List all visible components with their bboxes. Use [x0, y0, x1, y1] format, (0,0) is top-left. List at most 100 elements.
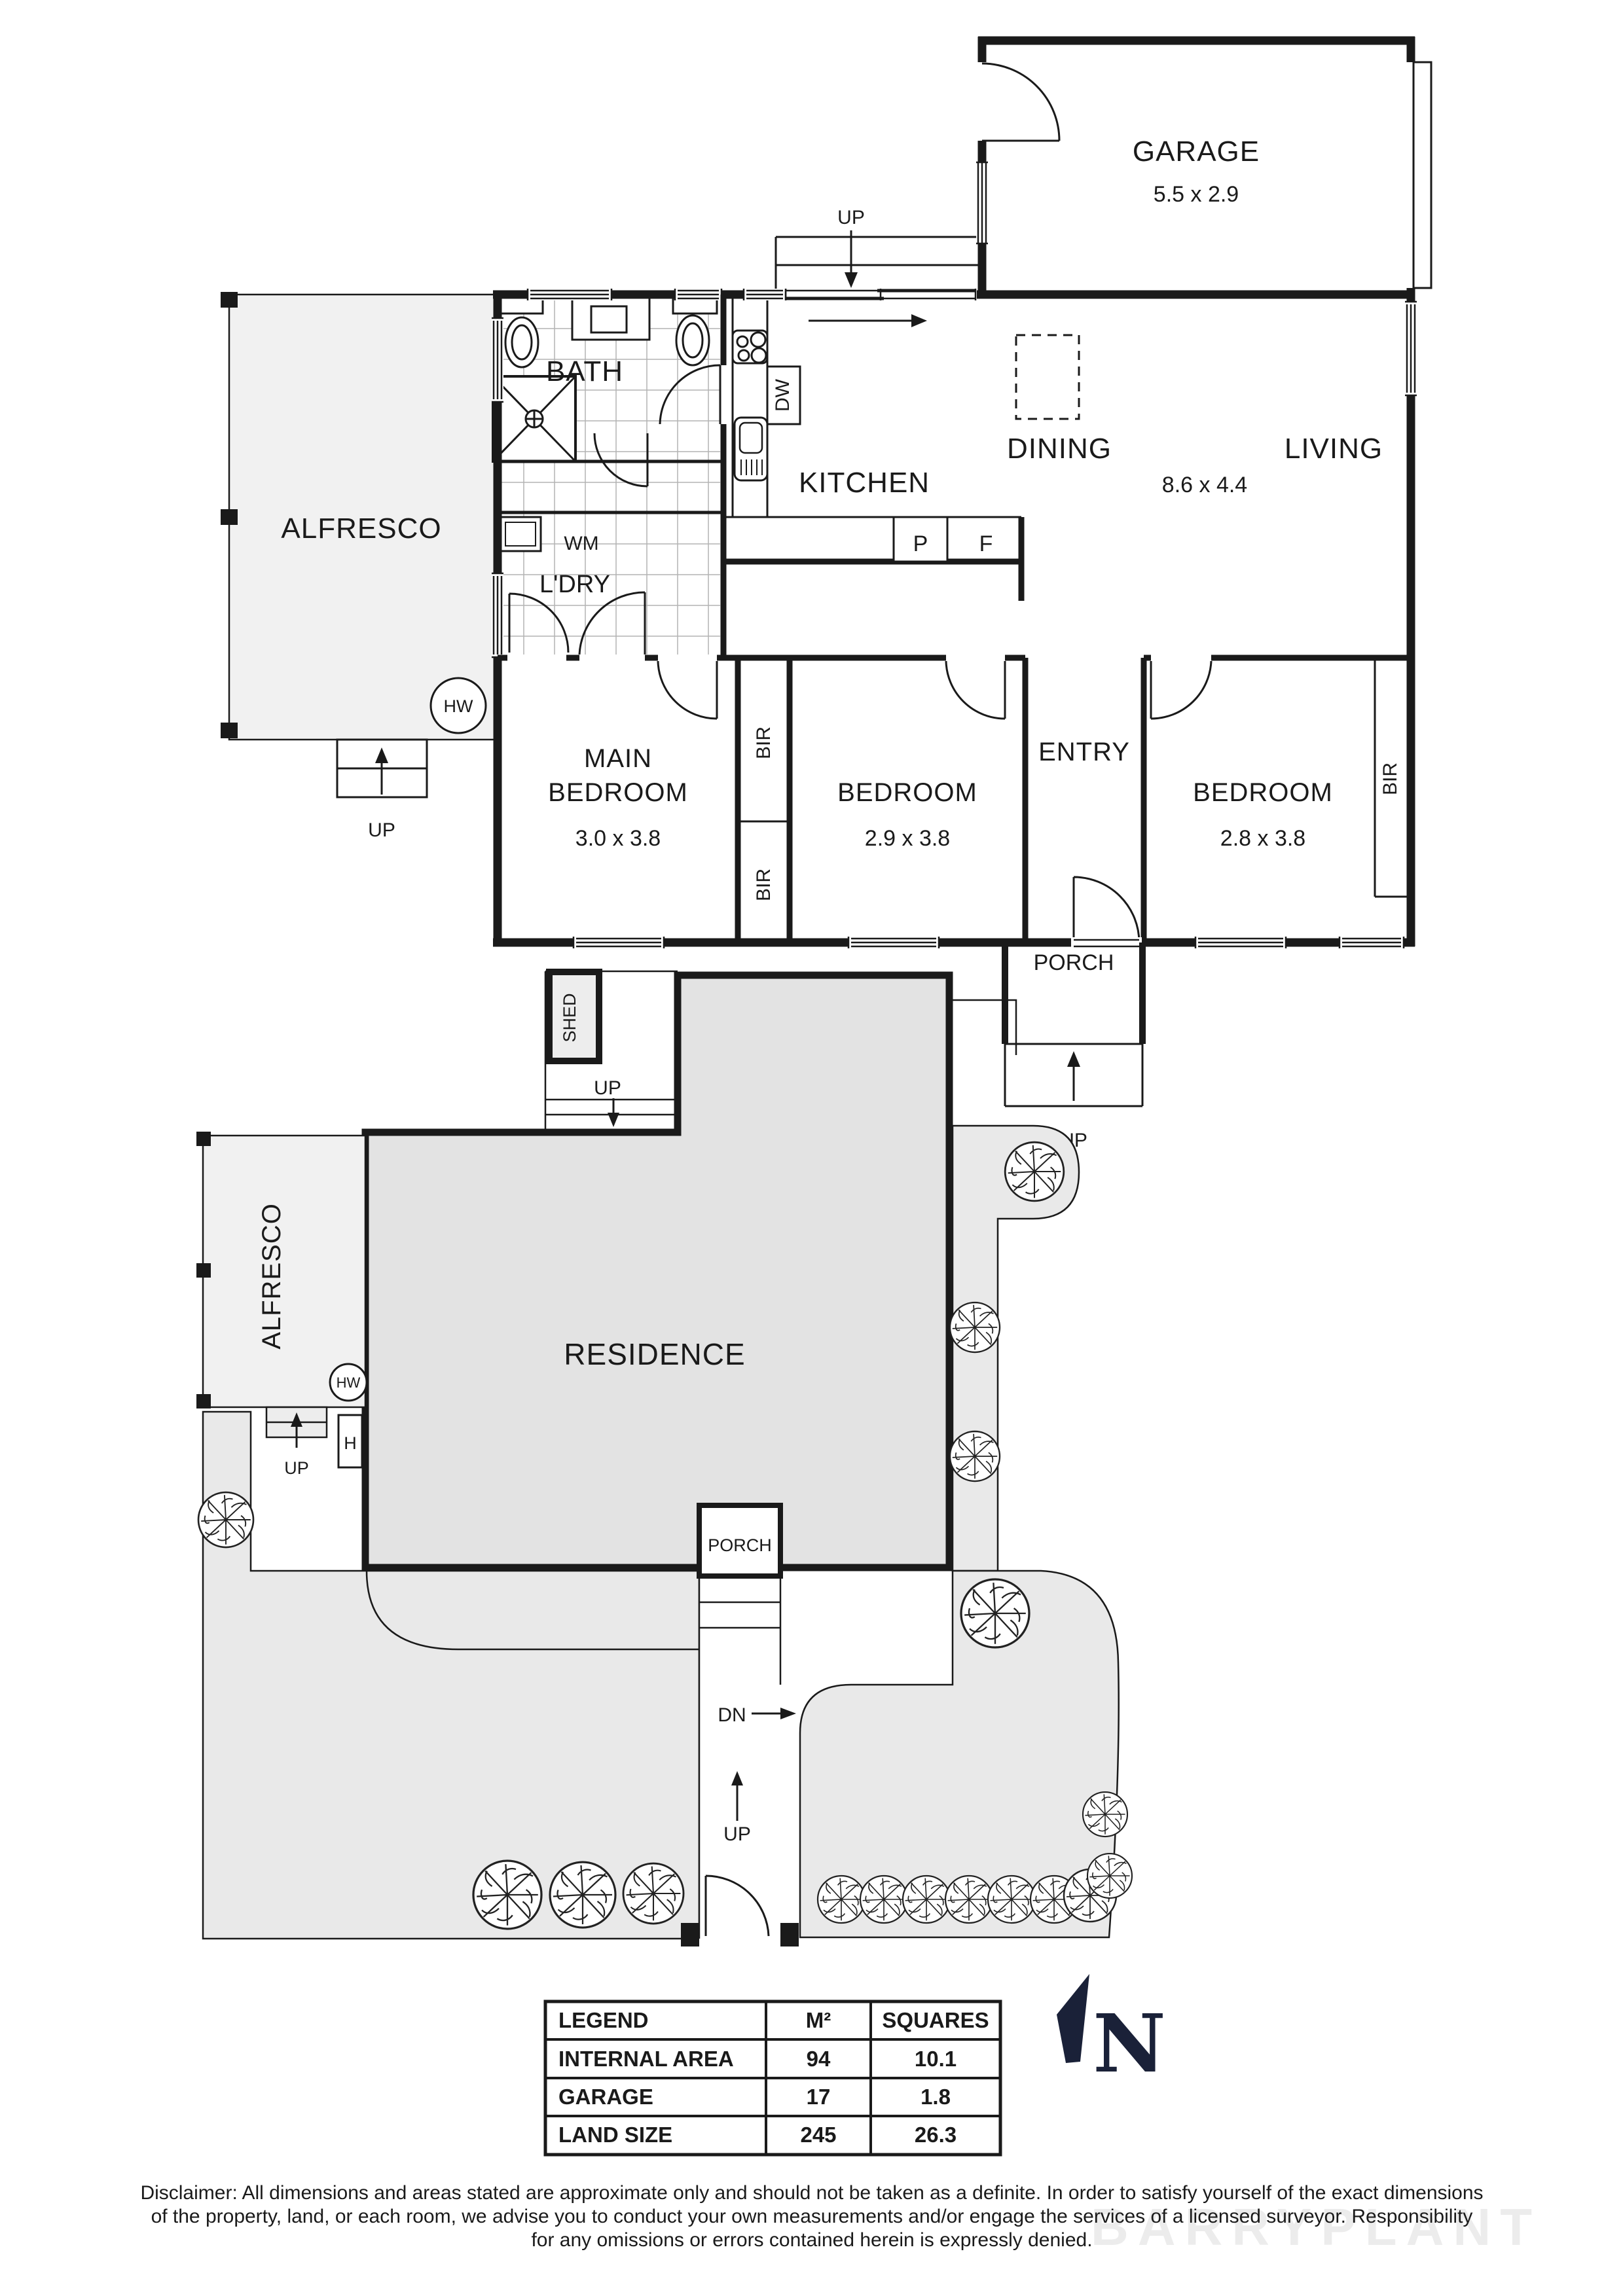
legend-row-label: GARAGE [558, 2085, 653, 2109]
disclaimer-line2: of the property, land, or each room, we … [151, 2206, 1473, 2227]
site-porch [697, 1503, 783, 1579]
residence-footprint [361, 971, 953, 1571]
legend-row: LAND SIZE 245 26.3 [558, 2123, 957, 2147]
heater-icon [337, 1414, 363, 1469]
tree-icon [1004, 1141, 1065, 1202]
cooktop-icon [731, 329, 769, 365]
north-indicator: N [1057, 1974, 1166, 2090]
alfresco-area: ALFRESCO HW UP [221, 292, 496, 841]
window [492, 317, 503, 658]
dn-label: DN [718, 1704, 746, 1726]
shower-icon [492, 375, 577, 463]
legend-row: INTERNAL AREA 94 10.1 [558, 2047, 957, 2071]
floor-plan: ALFRESCO HW UP [221, 36, 1432, 1151]
room-label-main-bedroom-1: MAIN [584, 744, 652, 773]
deck-up-label: UP [837, 207, 865, 228]
room-label-alfresco: ALFRESCO [281, 512, 441, 545]
front-door-sill [1071, 937, 1142, 948]
tree-icon [949, 1430, 1001, 1482]
robe-label: BIR [1379, 762, 1401, 795]
legend-col-squares: SQUARES [882, 2008, 989, 2032]
dishwasher-icon [766, 365, 801, 425]
tree-icon [1082, 1791, 1129, 1838]
legend-col-m2: M² [806, 2008, 831, 2032]
pantry-icon [892, 516, 949, 563]
alfresco-corner-tick [221, 509, 238, 525]
legend-row-label: LAND SIZE [558, 2123, 672, 2147]
legend-row: GARAGE 17 1.8 [558, 2085, 951, 2109]
room-label-porch: PORCH [1034, 950, 1114, 975]
bath-fixtures: WM [492, 295, 718, 554]
legend-row-squares: 1.8 [921, 2085, 951, 2109]
interior-walls [496, 295, 1411, 942]
tree-icon [960, 1578, 1030, 1649]
hot-water-icon [429, 677, 487, 734]
path-up-label: UP [723, 1823, 751, 1845]
tree-icon [859, 1874, 909, 1924]
hot-water-label: HW [444, 696, 473, 716]
room-label-dining: DINING [1007, 433, 1112, 465]
room-label-living: LIVING [1285, 433, 1383, 465]
garage-dims: 5.5 x 2.9 [1154, 182, 1239, 207]
tree-icon [902, 1874, 951, 1924]
bedroom3-dims: 2.8 x 3.8 [1220, 826, 1305, 851]
garage-door-icon [1412, 61, 1432, 289]
door-arcs [508, 364, 1213, 943]
side-steps: UP H [265, 1406, 363, 1478]
robe-label: BIR [753, 726, 775, 759]
alfresco-corner-tick [221, 723, 238, 738]
room-label-bath: BATH [546, 355, 623, 387]
legend-row-label: INTERNAL AREA [558, 2047, 734, 2071]
room-label-kitchen: KITCHEN [799, 467, 930, 499]
window [526, 289, 787, 300]
sink-icon [733, 416, 769, 482]
window [1405, 300, 1417, 397]
north-label: N [1093, 1996, 1166, 2090]
tree-icon [1086, 1852, 1133, 1899]
sliding-door [784, 289, 977, 327]
kitchen-fittings: DW P F [723, 295, 1025, 601]
tree-icon [549, 1861, 617, 1929]
porch: PORCH UP [1002, 942, 1146, 1151]
room-label-bedroom2: BEDROOM [837, 778, 977, 807]
window [572, 937, 1405, 948]
tree-icon [197, 1491, 255, 1549]
agency-watermark: BARRYPLANT [1091, 2198, 1541, 2256]
legend-row-m2: 94 [807, 2047, 831, 2071]
legend-title: LEGEND [558, 2008, 649, 2032]
room-label-laundry: L'DRY [539, 571, 610, 598]
tree-icon [987, 1874, 1036, 1924]
boundary-lines [364, 970, 1017, 1412]
rear-deck: UP [775, 207, 980, 293]
open-plan-dims: 8.6 x 4.4 [1162, 473, 1247, 497]
heater-label: H [344, 1433, 357, 1453]
tree-icon [816, 1874, 866, 1924]
steps-up-label: UP [368, 819, 395, 841]
disclaimer: Disclaimer: All dimensions and areas sta… [140, 2182, 1483, 2251]
garage-window [976, 161, 988, 245]
gate-post [780, 1923, 799, 1946]
fridge-label: F [979, 531, 993, 556]
main-bedroom-dims: 3.0 x 3.8 [575, 826, 661, 851]
legend-row-squares: 10.1 [915, 2047, 957, 2071]
shed-walkway: SHED UP [545, 969, 678, 1127]
residence-label: RESIDENCE [564, 1337, 745, 1371]
site-plan: SHED UP RESIDENCE ALFRESCO HW UP [196, 969, 1133, 1946]
north-arrow-icon [1057, 1974, 1089, 2063]
pantry-label: P [913, 531, 928, 556]
shed-label: SHED [560, 993, 579, 1042]
shed-icon [546, 969, 602, 1064]
room-label-entry: ENTRY [1038, 738, 1130, 766]
tree-icon [472, 1859, 543, 1930]
site-hot-water-label: HW [337, 1374, 361, 1391]
disclaimer-line1: Disclaimer: All dimensions and areas sta… [140, 2182, 1483, 2204]
alfresco-corner-tick [221, 292, 238, 308]
side-up-label: UP [284, 1458, 309, 1478]
site-alfresco: ALFRESCO HW [196, 1132, 368, 1408]
front-walkway: PORCH DN UP [681, 1503, 799, 1946]
disclaimer-line3: for any omissions or errors contained he… [531, 2229, 1092, 2251]
gate-arc [704, 1874, 770, 1937]
garage-door-arc [981, 62, 1061, 142]
legend-row-squares: 26.3 [915, 2123, 957, 2147]
